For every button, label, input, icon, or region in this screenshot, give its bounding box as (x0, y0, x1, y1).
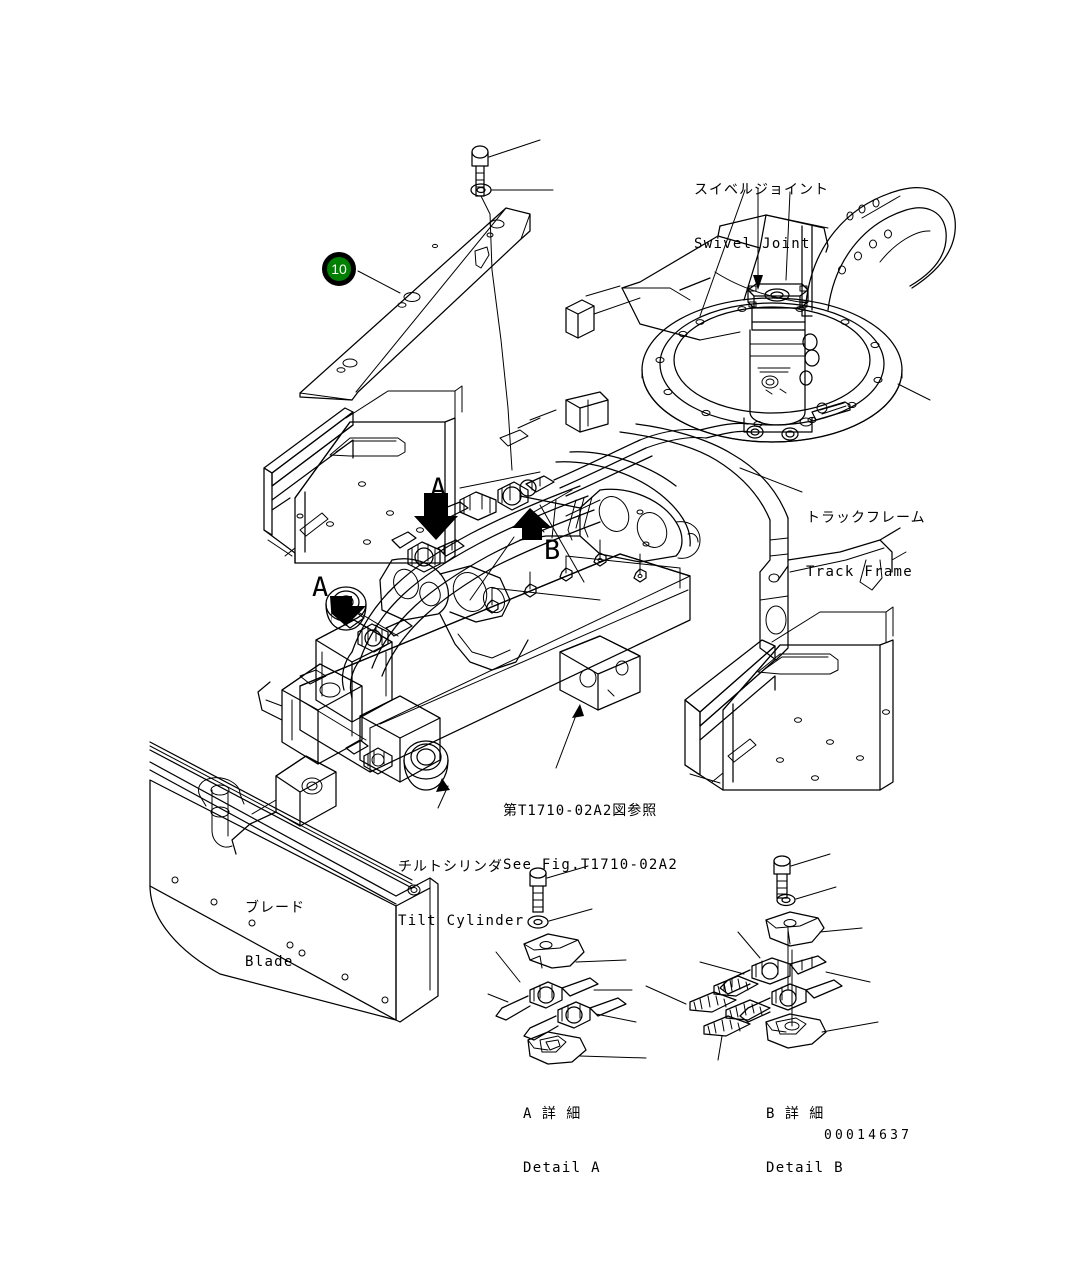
swivel-joint (699, 187, 851, 441)
callout-number: 10 (331, 261, 347, 277)
detail-b-bolt (773, 853, 831, 899)
track-frame-leader (739, 467, 803, 493)
label-see-fig-en: See Fig.T1710-02A2 (503, 857, 679, 874)
label-see-fig: 第T1710-02A2図参照 See Fig.T1710-02A2 (503, 765, 678, 911)
detail-a-clamp-lower (527, 1031, 647, 1065)
detail-a-view (487, 865, 647, 1065)
detail-b-fittings (699, 931, 871, 1023)
guard-plate-washer (470, 183, 554, 197)
section-arrows (330, 493, 552, 626)
label-tilt-cylinder-jp: チルトシリンダ (398, 858, 503, 875)
beam-fasteners (485, 539, 681, 614)
detail-b-hose-bundles (645, 975, 771, 1061)
label-swivel-joint-en: Swivel Joint (694, 236, 811, 253)
detail-a-hoses (487, 951, 637, 1041)
blade-hitch (257, 663, 393, 775)
detail-b-view (645, 853, 879, 1061)
detail-a-washer (527, 908, 593, 929)
hose-fitting-a2 (391, 531, 465, 573)
label-detail-b-en: Detail B (766, 1160, 844, 1177)
track-shoe-belt (679, 187, 956, 311)
blade (149, 741, 439, 1023)
label-detail-b-jp: B 詳 細 (766, 1105, 825, 1122)
detail-a-clamp-upper (523, 933, 627, 969)
label-track-frame-jp: トラックフレーム (806, 509, 926, 526)
label-track-frame-en: Track Frame (806, 564, 914, 581)
push-beam (299, 539, 691, 773)
detail-a-bolt (529, 865, 589, 913)
guard-plate-assembly (299, 139, 554, 471)
section-mark-a-lower: A (312, 572, 329, 603)
label-swivel-joint: スイベルジョイント Swivel Joint (694, 144, 829, 290)
label-blade-jp: ブレード (245, 899, 305, 916)
label-blade: ブレード Blade (245, 862, 305, 1008)
label-detail-a-jp: A 詳 細 (523, 1105, 582, 1122)
label-see-fig-jp: 第T1710-02A2図参照 (503, 802, 658, 819)
beam-hose-clamp (555, 635, 641, 769)
label-detail-a-en: Detail A (523, 1160, 601, 1177)
label-detail-a: A 詳 細 Detail A (523, 1068, 601, 1214)
section-leader-lines (357, 471, 601, 637)
label-tilt-cylinder-en: Tilt Cylinder (398, 913, 525, 930)
track-frame-leader-2 (897, 383, 931, 401)
label-tilt-cylinder: チルトシリンダ Tilt Cylinder (398, 821, 524, 967)
guard-plate-bolt (471, 139, 541, 197)
label-track-frame: トラックフレーム Track Frame (806, 472, 926, 618)
section-mark-a-upper: A (430, 473, 447, 504)
detail-b-clamp-lower (765, 1013, 879, 1049)
revolving-frame-support (621, 214, 829, 341)
callout-badge-10[interactable]: 10 (322, 252, 356, 286)
swing-circle (641, 297, 903, 443)
drawing-number: 00014637 (824, 1128, 913, 1143)
label-swivel-joint-jp: スイベルジョイント (694, 181, 829, 198)
label-blade-en: Blade (245, 954, 294, 971)
detail-b-clamp-upper (765, 911, 863, 947)
section-mark-b: B (544, 535, 561, 566)
hose-fitting-b (439, 475, 555, 521)
center-frame-structure (519, 285, 907, 661)
detail-b-washer (776, 886, 837, 907)
label-detail-b: B 詳 細 Detail B (766, 1068, 844, 1214)
right-track-frame (684, 606, 894, 791)
